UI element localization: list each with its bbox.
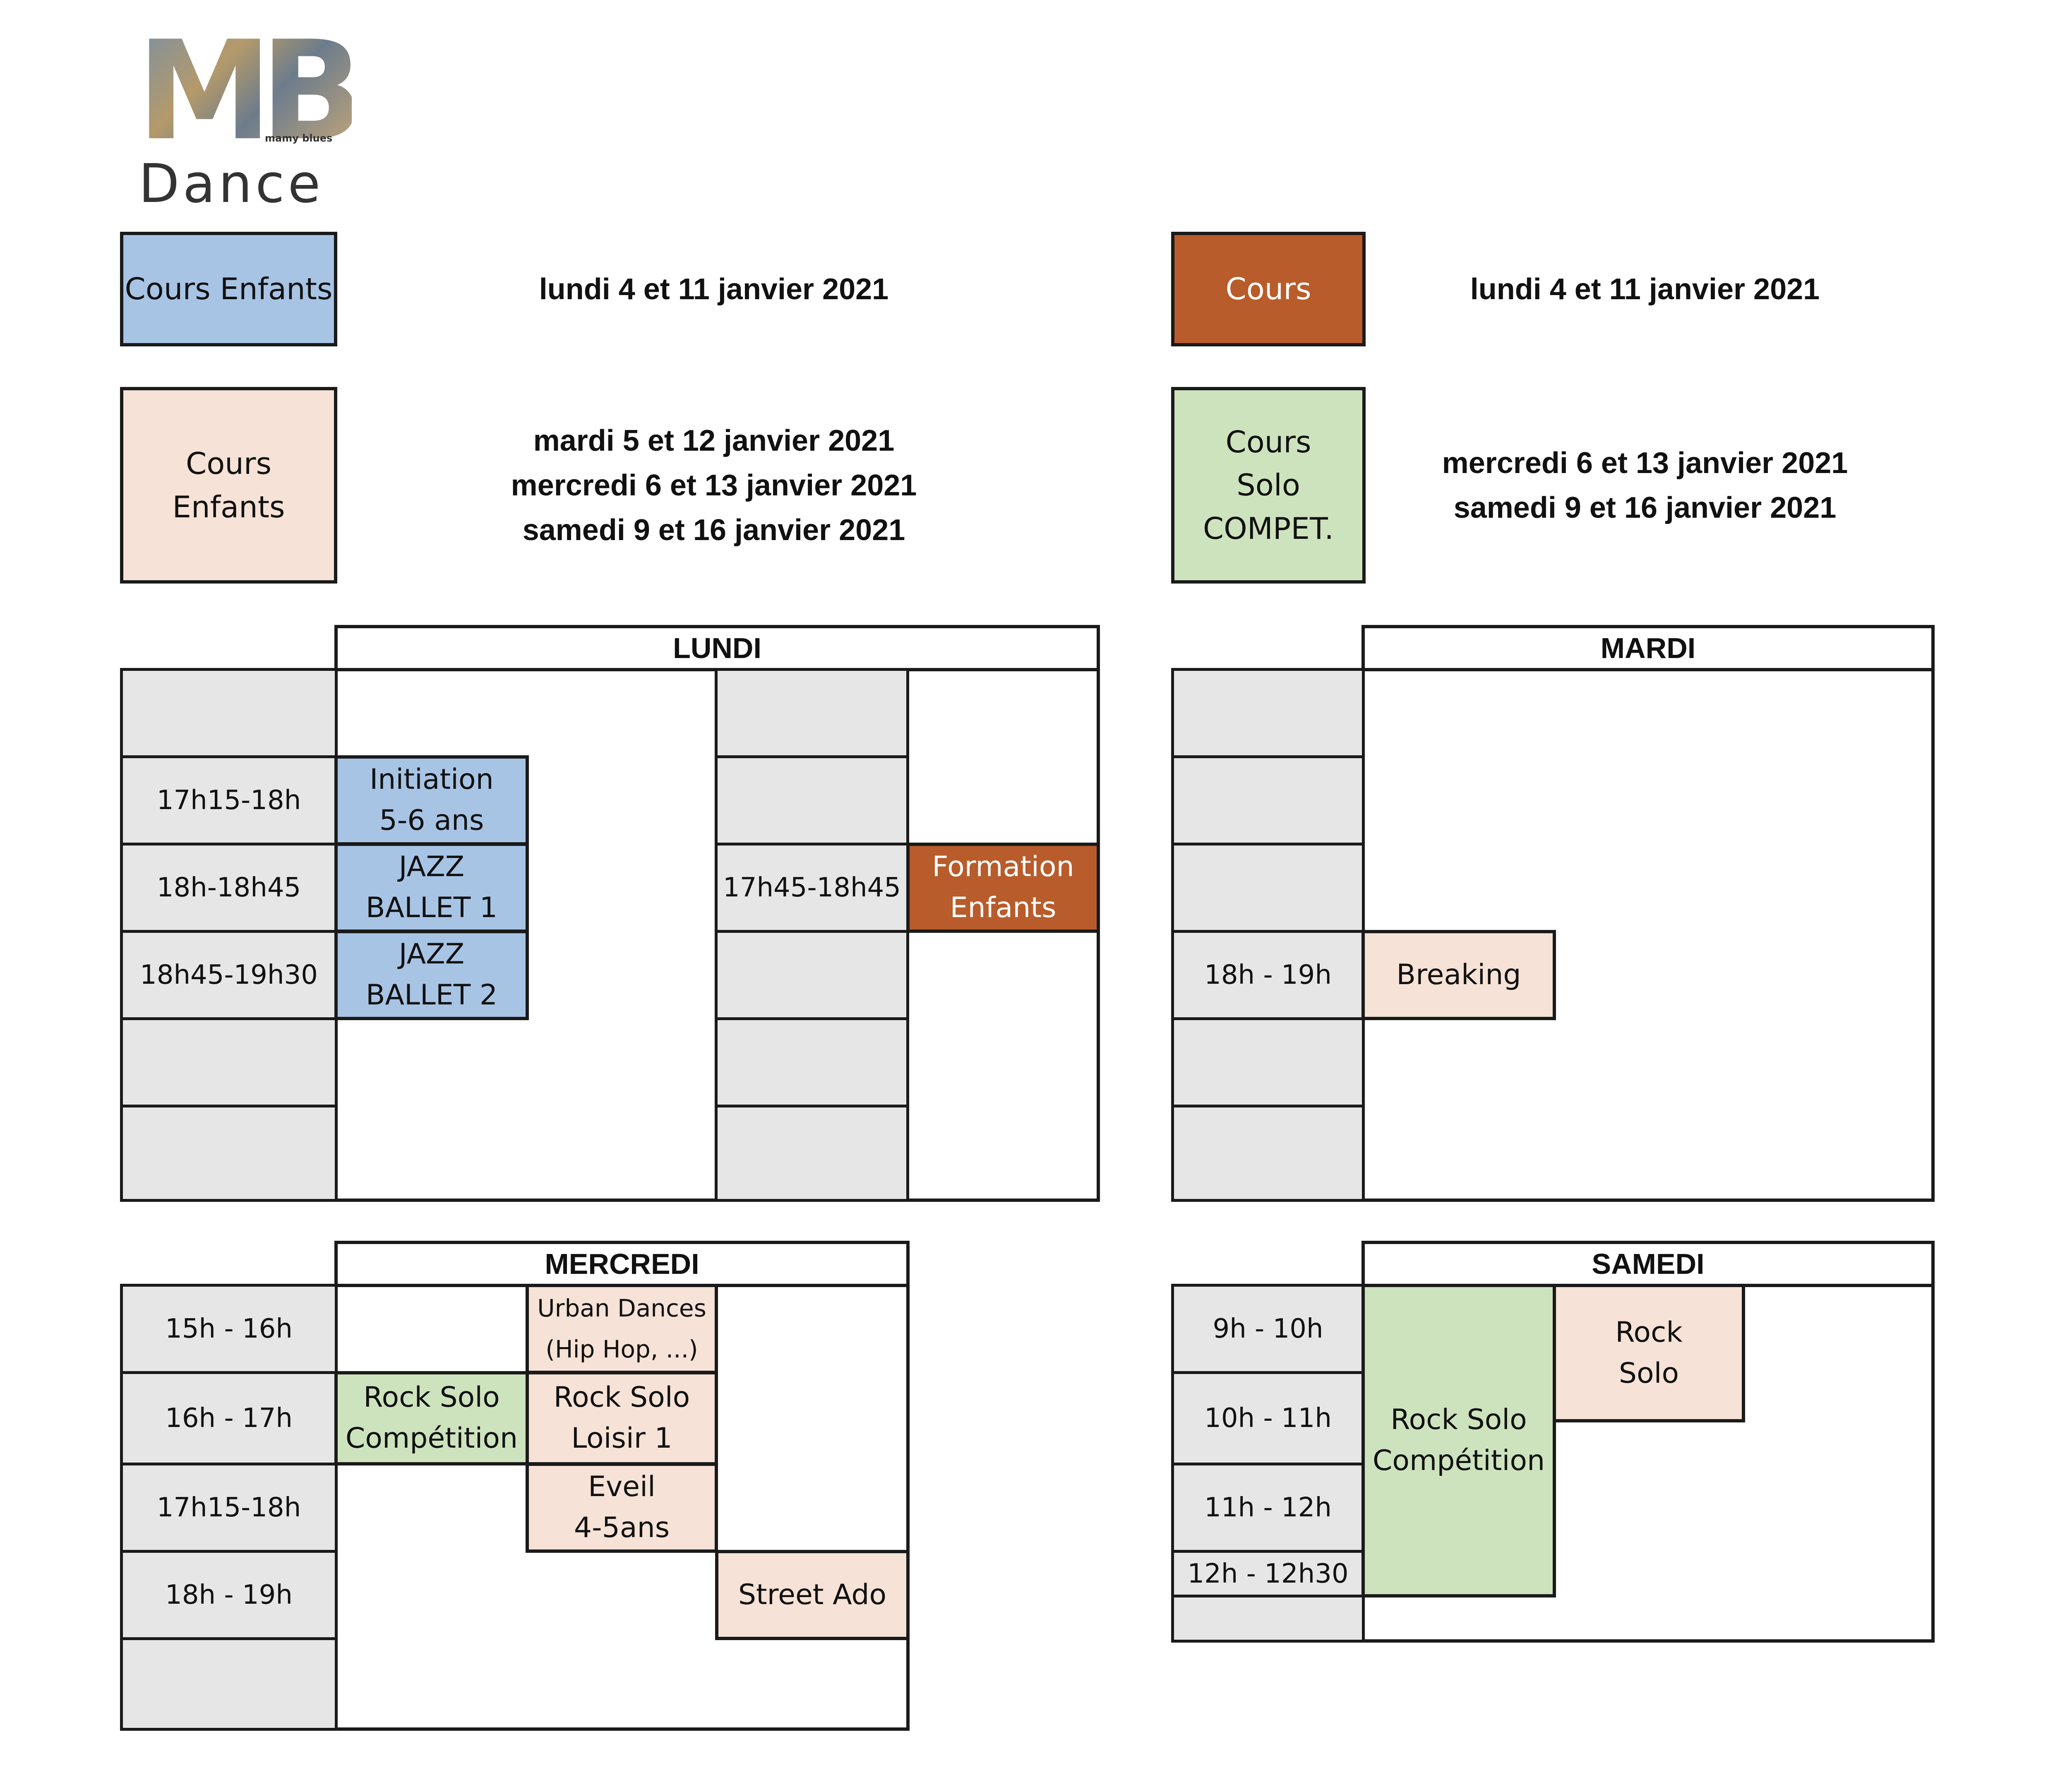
time-cell: 18h - 19h xyxy=(1171,930,1365,1020)
legend-dates: mercredi 6 et 13 janvier 2021 samedi 9 e… xyxy=(1442,446,1848,524)
time-cell xyxy=(120,1017,338,1107)
class-block: Rock Solo Loisir 1 xyxy=(526,1371,718,1465)
legend-label: Cours Enfants xyxy=(172,446,285,524)
time-cell xyxy=(120,1105,338,1202)
time-cell: 17h15-18h xyxy=(120,755,338,846)
class-block: Street Ado xyxy=(715,1550,910,1640)
time-cell: 18h - 19h xyxy=(120,1550,338,1640)
time-cell: 10h - 11h xyxy=(1171,1371,1365,1465)
time-cell xyxy=(715,1017,909,1107)
time-cell xyxy=(1171,755,1365,846)
class-block: Breaking xyxy=(1361,930,1556,1020)
class-block: Rock Solo Compétition xyxy=(1361,1284,1556,1597)
legend-dates: mardi 5 et 12 janvier 2021 mercredi 6 et… xyxy=(511,424,917,547)
class-block: Urban Dances (Hip Hop, ...) xyxy=(526,1284,718,1374)
time-cell: 17h15-18h xyxy=(120,1463,338,1553)
time-cell: 11h - 12h xyxy=(1171,1463,1365,1553)
time-cell xyxy=(120,1637,338,1731)
time-cell: 18h-18h45 xyxy=(120,843,338,933)
day-header-mercredi: MERCREDI xyxy=(334,1241,910,1287)
time-cell xyxy=(120,668,338,758)
legend-label: Cours Solo COMPET. xyxy=(1203,424,1334,546)
legend-swatch-blue: Cours Enfants xyxy=(120,232,337,346)
time-cell xyxy=(1171,668,1365,758)
legend-label: Cours xyxy=(1225,271,1311,307)
legend-label: Cours Enfants xyxy=(125,271,333,307)
day-header-lundi: LUNDI xyxy=(334,625,1100,671)
logo-tagline: mamy blues xyxy=(265,132,333,144)
logo-word: Dance xyxy=(139,153,324,215)
class-block: Eveil 4-5ans xyxy=(526,1463,718,1553)
day-header-samedi: SAMEDI xyxy=(1361,1241,1935,1287)
time-cell: 18h45-19h30 xyxy=(120,930,338,1020)
legend-dates: lundi 4 et 11 janvier 2021 xyxy=(539,272,889,306)
day-header-mardi: MARDI xyxy=(1361,625,1935,671)
class-block: Initiation 5-6 ans xyxy=(334,755,529,846)
time-cell xyxy=(715,930,909,1020)
legend-swatch-rust: Cours xyxy=(1171,232,1366,346)
time-cell xyxy=(1171,1595,1365,1643)
time-cell: 17h45-18h45 xyxy=(715,843,909,933)
time-cell xyxy=(715,1105,909,1202)
logo-letters: MB xyxy=(137,12,364,171)
time-cell xyxy=(1171,1105,1365,1202)
legend-dates: lundi 4 et 11 janvier 2021 xyxy=(1470,272,1820,306)
class-block: Rock Solo xyxy=(1553,1284,1745,1422)
class-block: Rock Solo Compétition xyxy=(334,1371,529,1465)
time-cell: 12h - 12h30 xyxy=(1171,1550,1365,1597)
time-cell: 9h - 10h xyxy=(1171,1284,1365,1374)
time-cell: 15h - 16h xyxy=(120,1284,338,1374)
time-cell xyxy=(1171,1017,1365,1107)
time-cell xyxy=(1171,843,1365,933)
class-block: JAZZ BALLET 2 xyxy=(334,930,529,1020)
time-cell xyxy=(715,668,909,758)
class-block: Formation Enfants xyxy=(906,843,1100,933)
legend-swatch-green: Cours Solo COMPET. xyxy=(1171,387,1366,584)
legend-swatch-peach: Cours Enfants xyxy=(120,387,337,584)
time-cell: 16h - 17h xyxy=(120,1371,338,1465)
logo: MB mamy blues Dance xyxy=(137,12,368,215)
time-cell xyxy=(715,755,909,846)
class-block: JAZZ BALLET 1 xyxy=(334,843,529,933)
